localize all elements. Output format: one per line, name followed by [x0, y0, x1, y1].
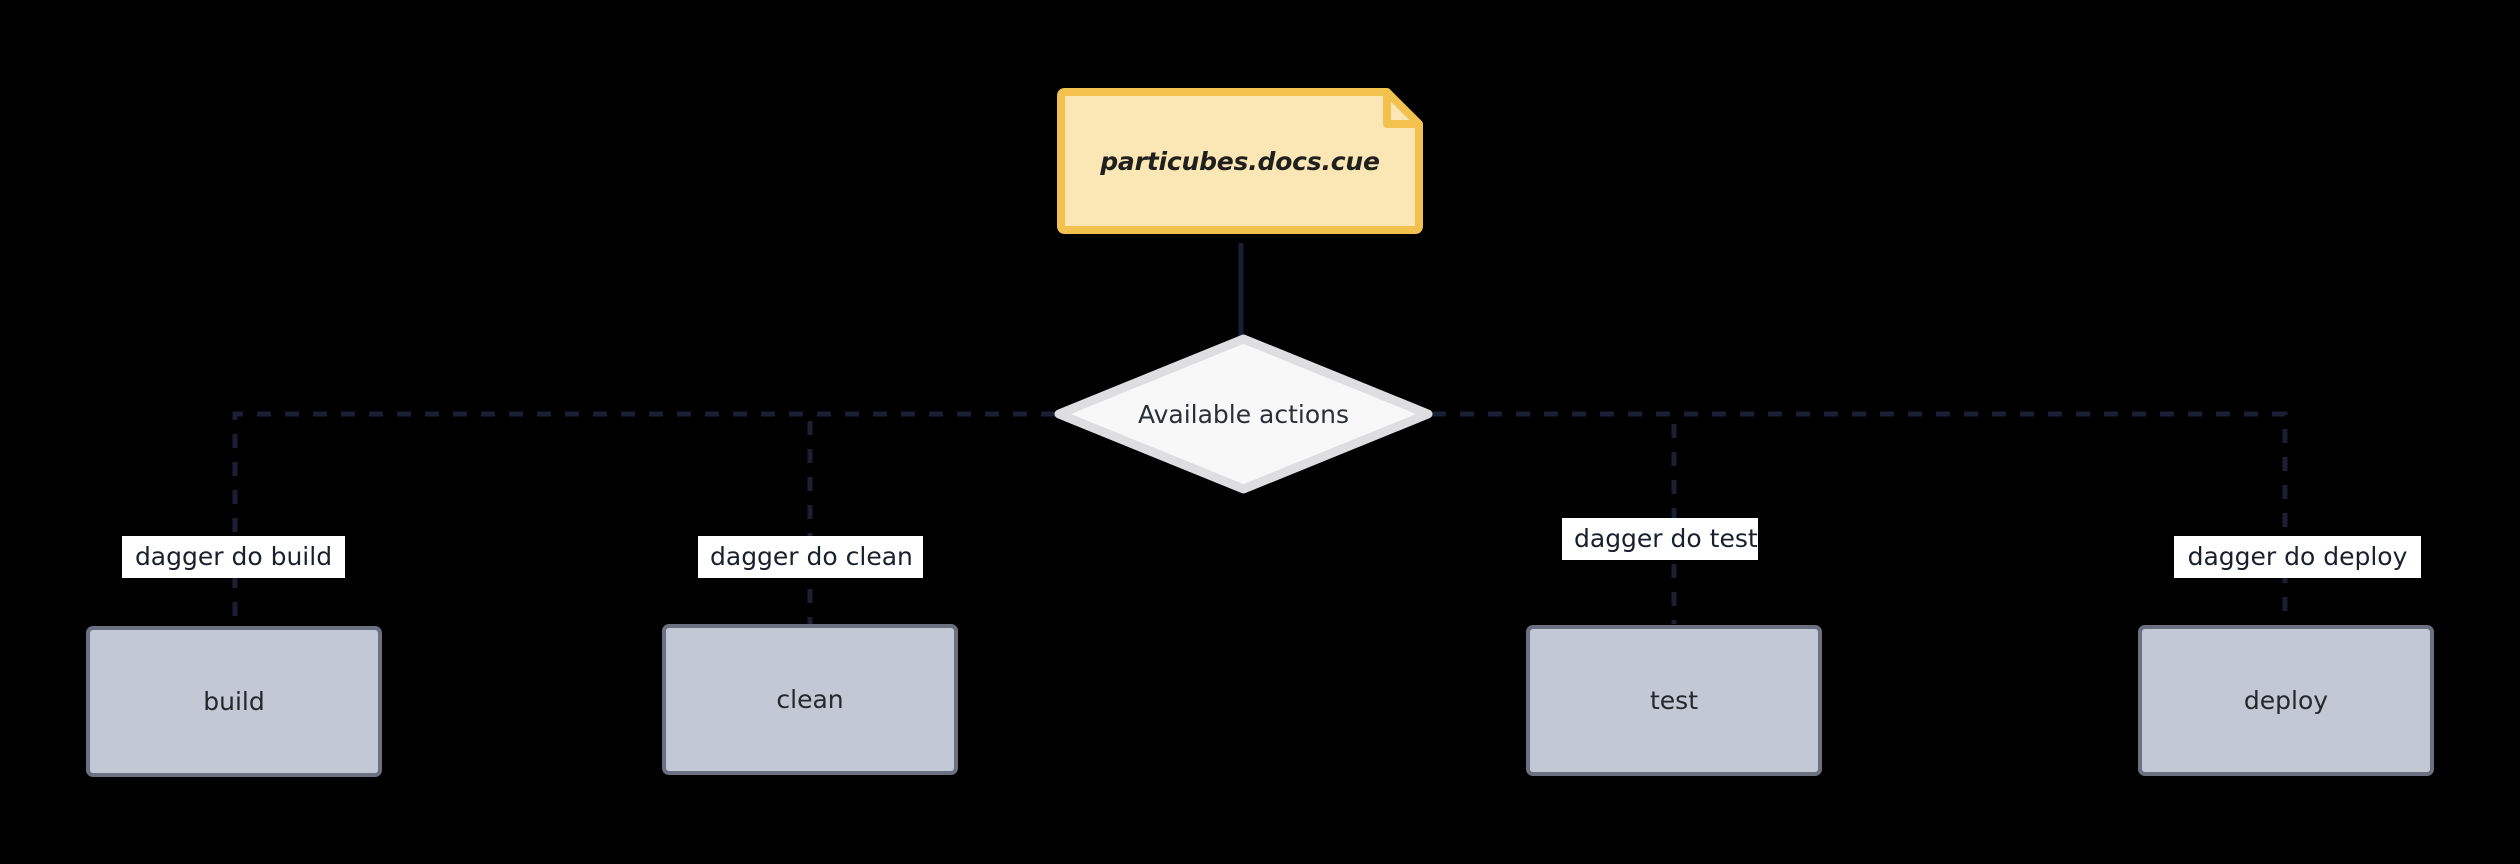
- node-action-test[interactable]: test: [1526, 625, 1822, 776]
- node-file-label: particubes.docs.cue: [1100, 146, 1380, 176]
- edge-label-dagger-do-test: dagger do test: [1562, 518, 1758, 560]
- node-action-build[interactable]: build: [86, 626, 382, 777]
- node-action-deploy-label: deploy: [2243, 686, 2329, 715]
- edge-label-dagger-do-build: dagger do build: [122, 536, 345, 578]
- node-action-deploy[interactable]: deploy: [2138, 625, 2434, 776]
- note-shape-icon: [1057, 88, 1423, 234]
- note-fold-corner-icon: [1383, 92, 1419, 128]
- node-action-test-label: test: [1649, 686, 1698, 715]
- node-action-build-label: build: [203, 687, 265, 716]
- node-decision-label: Available actions: [1137, 399, 1350, 429]
- edge-label-dagger-do-clean: dagger do clean: [698, 536, 923, 578]
- node-decision-available-actions[interactable]: Available actions: [1050, 330, 1437, 498]
- node-action-clean[interactable]: clean: [662, 624, 958, 775]
- node-action-clean-label: clean: [776, 685, 844, 714]
- diamond-shape-icon: [1054, 334, 1433, 494]
- edge-decision-to-build: [232, 411, 1055, 624]
- edge-label-dagger-do-deploy: dagger do deploy: [2174, 536, 2421, 578]
- edge-decision-to-deploy: [1432, 411, 2288, 624]
- edge-decision-to-clean: [807, 411, 1055, 624]
- node-file-particubes-docs-cue[interactable]: particubes.docs.cue: [1057, 88, 1423, 234]
